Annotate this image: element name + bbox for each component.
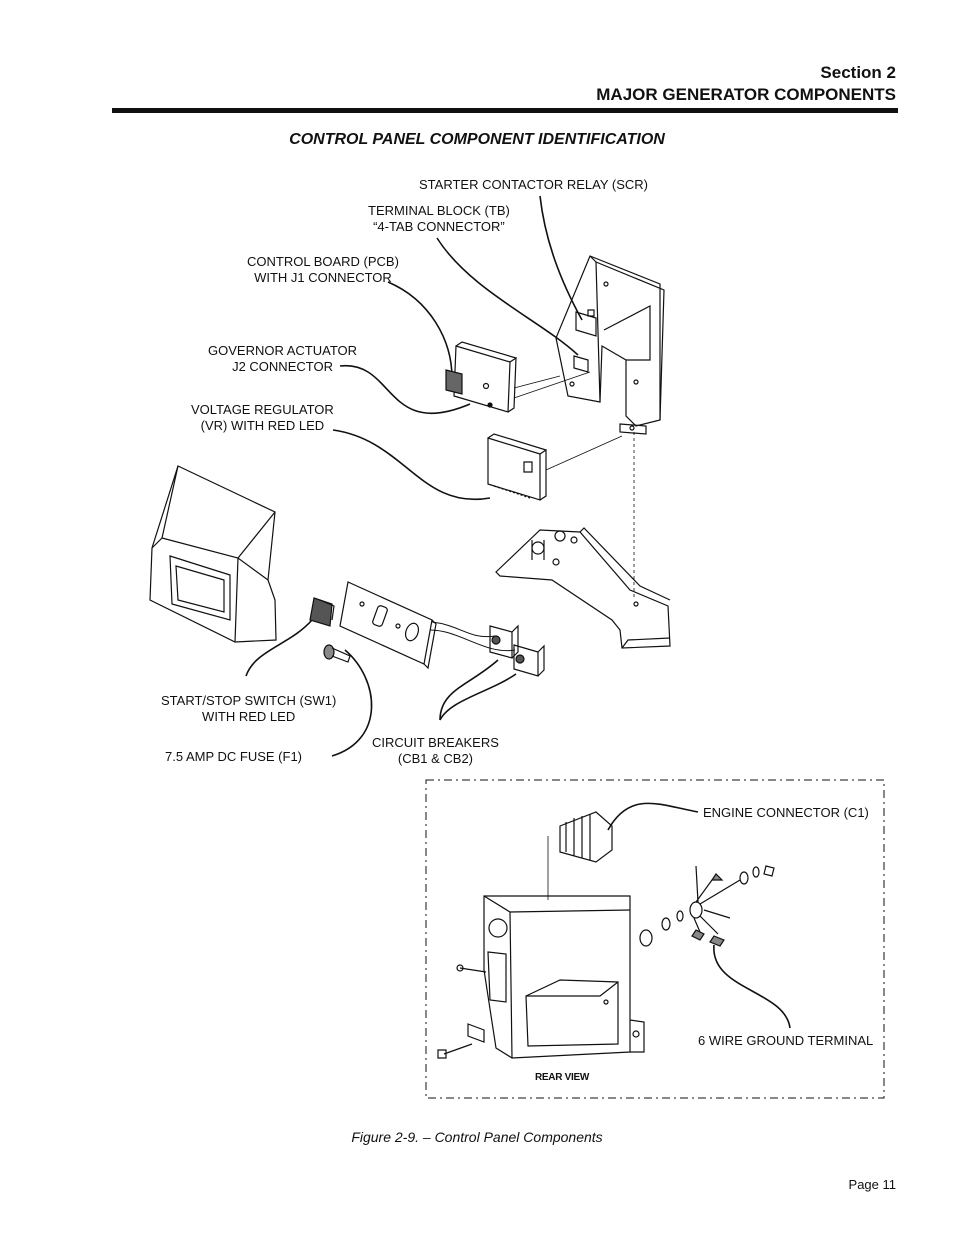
label-start-stop-switch: START/STOP SWITCH (SW1) WITH RED LED bbox=[161, 693, 336, 725]
label-governor-actuator-line2: J2 CONNECTOR bbox=[232, 359, 333, 374]
label-control-board-line1: CONTROL BOARD (PCB) bbox=[247, 254, 399, 269]
diagram-title: CONTROL PANEL COMPONENT IDENTIFICATION bbox=[289, 131, 665, 148]
figure-caption: Figure 2-9. – Control Panel Components bbox=[351, 1129, 603, 1145]
mounting-bracket bbox=[556, 256, 664, 434]
face-plate bbox=[340, 582, 436, 668]
label-start-stop-switch-line1: START/STOP SWITCH (SW1) bbox=[161, 693, 337, 708]
label-voltage-regulator: VOLTAGE REGULATOR (VR) WITH RED LED bbox=[191, 402, 334, 434]
section-header: Section 2 MAJOR GENERATOR COMPONENTS bbox=[596, 62, 896, 106]
voltage-regulator bbox=[488, 434, 546, 500]
label-terminal-block-line2: “4-TAB CONNECTOR” bbox=[373, 219, 505, 234]
panel-housing bbox=[150, 466, 276, 642]
label-voltage-regulator-line2: (VR) WITH RED LED bbox=[200, 418, 325, 433]
label-governor-actuator-line1: GOVERNOR ACTUATOR bbox=[208, 343, 358, 358]
starter-contactor-relay bbox=[576, 310, 596, 336]
header-rule bbox=[112, 108, 898, 113]
rear-view-box bbox=[426, 780, 884, 1098]
label-engine-connector: ENGINE CONNECTOR (C1) bbox=[703, 805, 869, 820]
section-title: MAJOR GENERATOR COMPONENTS bbox=[596, 85, 896, 104]
label-ground-terminal: 6 WIRE GROUND TERMINAL bbox=[698, 1033, 874, 1048]
label-control-board: CONTROL BOARD (PCB) WITH J1 CONNECTOR bbox=[247, 254, 399, 286]
label-circuit-breakers-line2: (CB1 & CB2) bbox=[397, 751, 474, 766]
circuit-breakers bbox=[490, 626, 544, 676]
rear-screws bbox=[438, 965, 486, 1058]
label-starter-contactor-relay: STARTER CONTACTOR RELAY (SCR) bbox=[419, 177, 648, 192]
label-start-stop-switch-line2: WITH RED LED bbox=[202, 709, 296, 724]
label-voltage-regulator-line1: VOLTAGE REGULATOR bbox=[191, 402, 334, 417]
terminal-block bbox=[574, 356, 588, 372]
dc-fuse bbox=[324, 645, 350, 662]
base-bracket bbox=[496, 528, 670, 648]
start-stop-switch bbox=[310, 598, 334, 626]
label-dc-fuse: 7.5 AMP DC FUSE (F1) bbox=[165, 749, 303, 764]
leader-lines bbox=[246, 196, 790, 1028]
engine-connector bbox=[548, 812, 612, 900]
assembly-lines bbox=[514, 372, 634, 600]
page-number: Page 11 bbox=[848, 1177, 896, 1192]
label-terminal-block: TERMINAL BLOCK (TB) “4-TAB CONNECTOR” bbox=[368, 203, 510, 235]
label-terminal-block-line1: TERMINAL BLOCK (TB) bbox=[368, 203, 510, 218]
rear-housing bbox=[468, 896, 644, 1058]
label-rear-view: REAR VIEW bbox=[535, 1072, 589, 1083]
ground-terminal bbox=[640, 866, 774, 946]
label-governor-actuator: GOVERNOR ACTUATOR J2 CONNECTOR bbox=[208, 343, 357, 375]
label-control-board-line2: WITH J1 CONNECTOR bbox=[254, 270, 392, 285]
section-number: Section 2 bbox=[820, 63, 896, 82]
control-board bbox=[446, 342, 516, 412]
label-circuit-breakers-line1: CIRCUIT BREAKERS bbox=[372, 735, 499, 750]
label-circuit-breakers: CIRCUIT BREAKERS (CB1 & CB2) bbox=[372, 735, 499, 767]
